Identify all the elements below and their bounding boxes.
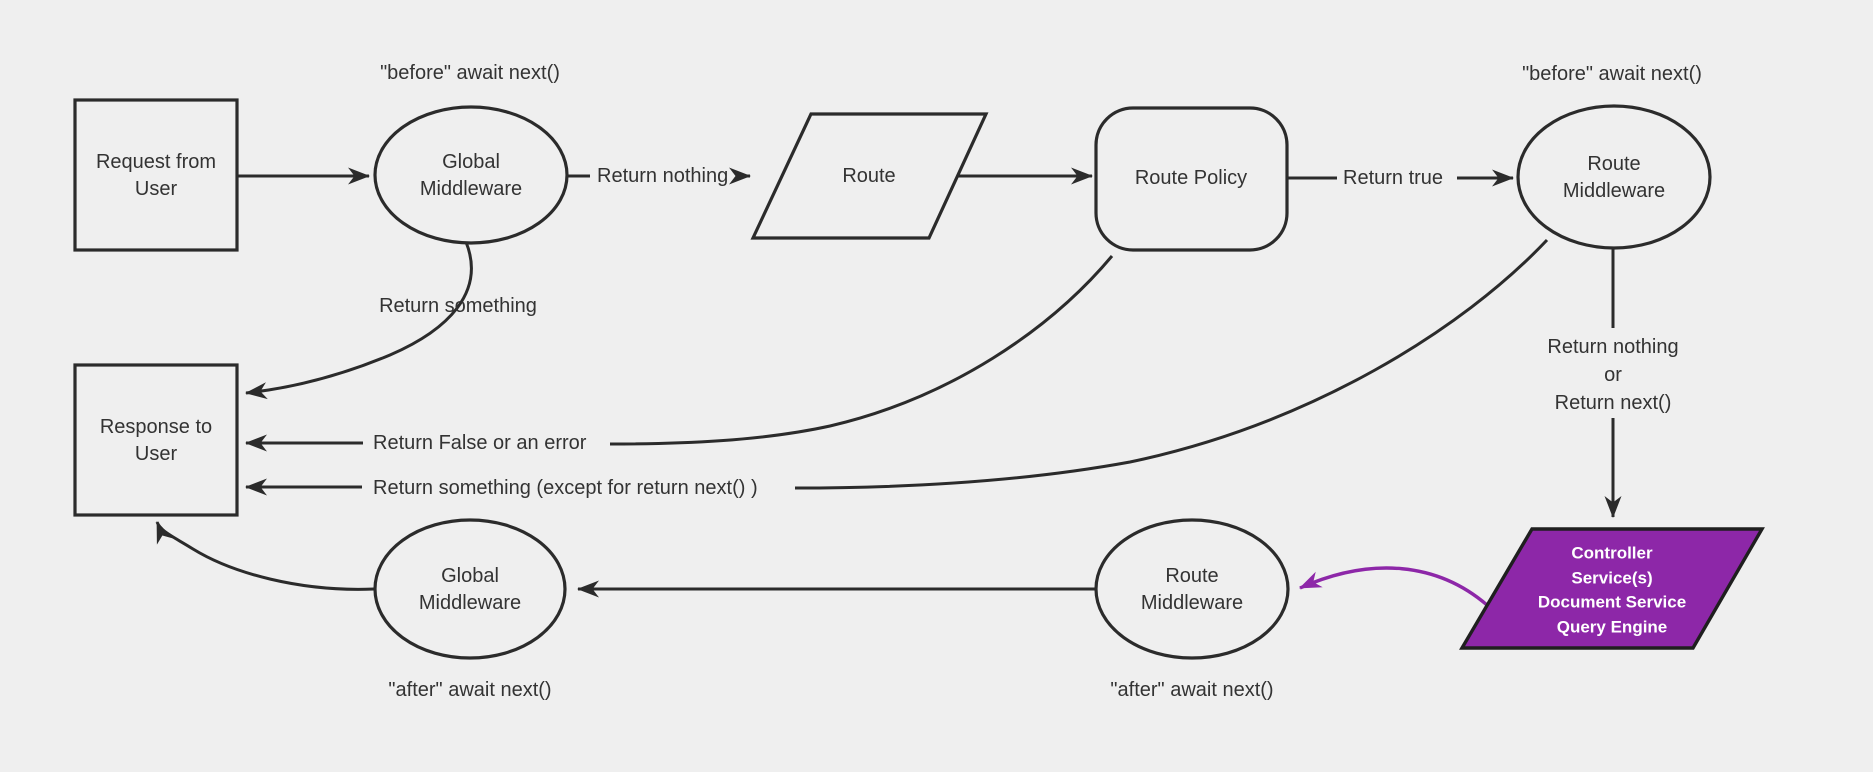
node-route-policy <box>1094 106 1289 252</box>
edge-route-policy-return-false-curve <box>609 255 1114 446</box>
node-controller-label-line1: Controller <box>1571 544 1653 563</box>
node-route-label: Route <box>842 165 895 187</box>
node-route-policy-label: Route Policy <box>1135 167 1247 189</box>
label-before-await-next-left: "before" await next() <box>380 62 560 84</box>
node-route-middleware-before-label-line1: Route <box>1587 153 1640 175</box>
node-request-from-user-label-line1: Request from <box>96 151 216 173</box>
label-return-something-except: Return something (except for return next… <box>373 477 758 499</box>
label-return-nothing-or-line3: Return next() <box>1555 392 1672 414</box>
label-return-false-or-error: Return False or an error <box>373 432 587 454</box>
label-return-nothing: Return nothing <box>597 165 728 187</box>
label-return-something: Return something <box>379 295 537 317</box>
edge-controller-to-route-middleware-after <box>1299 566 1489 607</box>
node-route-middleware-after <box>1094 518 1290 660</box>
node-response-to-user-label-line2: User <box>135 443 178 465</box>
label-return-true: Return true <box>1343 167 1443 189</box>
node-global-middleware-after-label-line2: Middleware <box>419 592 521 614</box>
node-route-middleware-before-label-line2: Middleware <box>1563 180 1665 202</box>
node-route-middleware-before <box>1516 104 1712 250</box>
node-controller-label-line4: Query Engine <box>1557 618 1668 637</box>
node-request-from-user-label-line2: User <box>135 178 178 200</box>
label-return-nothing-or-line2: or <box>1604 364 1622 386</box>
node-global-middleware-after <box>373 518 567 660</box>
node-controller-label-line2: Service(s) <box>1571 569 1652 588</box>
node-controller-services <box>1459 527 1765 650</box>
edge-return-something-to-response <box>245 241 473 400</box>
node-global-middleware-before-label-line1: Global <box>442 151 500 173</box>
label-after-await-next-right: "after" await next() <box>1110 679 1273 701</box>
edge-global-middleware-after-to-response <box>155 521 375 591</box>
edge-route-middleware-return-something-curve <box>794 238 1549 490</box>
node-request-from-user <box>73 98 239 252</box>
node-response-to-user-label-line1: Response to <box>100 416 212 438</box>
node-controller-label-line3: Document Service <box>1538 593 1686 612</box>
node-route-middleware-after-label-line2: Middleware <box>1141 592 1243 614</box>
node-global-middleware-before-label-line2: Middleware <box>420 178 522 200</box>
label-after-await-next-left: "after" await next() <box>388 679 551 701</box>
node-response-to-user <box>73 363 239 517</box>
node-route-middleware-after-label-line1: Route <box>1165 565 1218 587</box>
label-before-await-next-right: "before" await next() <box>1522 63 1702 85</box>
label-return-nothing-or-line1: Return nothing <box>1547 336 1678 358</box>
node-global-middleware-after-label-line1: Global <box>441 565 499 587</box>
node-route <box>750 112 989 240</box>
node-global-middleware-before <box>373 105 569 245</box>
